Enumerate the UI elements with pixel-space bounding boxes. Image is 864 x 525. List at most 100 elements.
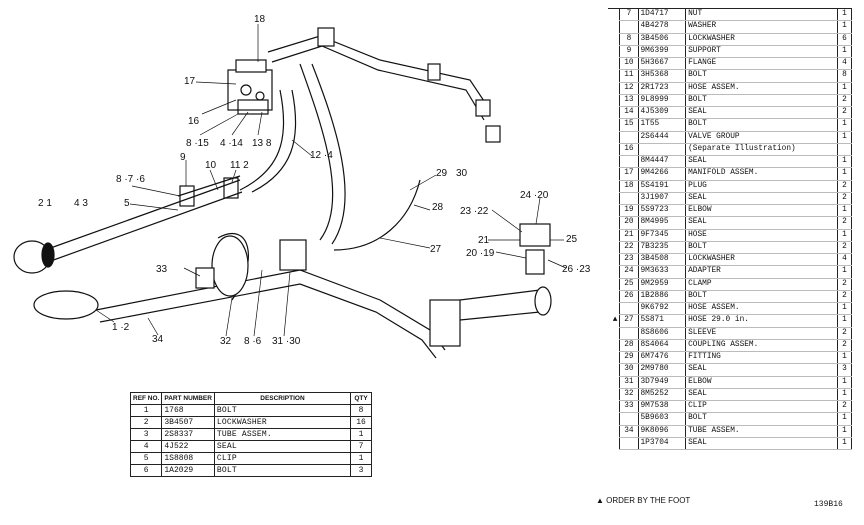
ref-cell: 5: [129, 452, 163, 465]
ref-cell: 6: [129, 464, 163, 477]
part-number-cell: 9M6399: [637, 45, 687, 59]
order-marker-cell: [608, 33, 620, 45]
qty-cell: 4: [836, 57, 853, 71]
ref-cell: 17: [619, 167, 639, 181]
order-marker-cell: [608, 119, 620, 131]
order-marker-cell: [608, 339, 620, 351]
qty-cell: 1: [836, 302, 853, 316]
ref-cell: 10: [619, 57, 639, 71]
ref-cell: 28: [619, 339, 639, 353]
callout-23-22: 23 ·22: [460, 206, 489, 217]
description-cell: SEAL: [685, 437, 838, 451]
qty-cell: 8: [836, 69, 853, 83]
callout-29: 29: [436, 168, 448, 179]
order-marker-cell: [608, 254, 620, 266]
ref-cell: 34: [619, 425, 639, 438]
part-number-cell: 9M2959: [637, 278, 687, 291]
callout-9: 9: [180, 152, 186, 163]
order-marker-cell: [608, 278, 620, 290]
part-number-cell: 4J522: [161, 440, 215, 453]
order-footnote: ▲ ORDER BY THE FOOT: [596, 496, 691, 505]
ref-cell: [619, 412, 639, 426]
order-marker-cell: [608, 376, 620, 388]
callout-18: 18: [254, 14, 266, 25]
qty-cell: 1: [836, 7, 853, 22]
header-description: DESCRIPTION: [213, 392, 352, 405]
part-number-cell: 9K6792: [637, 302, 687, 316]
description-cell: COUPLING ASSEM.: [685, 339, 838, 353]
description-cell: NUT: [685, 7, 838, 22]
description-cell: BOLT: [213, 464, 352, 477]
order-marker-cell: [608, 180, 620, 192]
description-cell: HOSE ASSEM.: [685, 82, 838, 95]
callout-27: 27: [430, 244, 442, 255]
qty-cell: 7: [350, 440, 372, 453]
qty-cell: 16: [350, 416, 372, 429]
ref-cell: 32: [619, 388, 639, 402]
order-marker-cell: ▲: [612, 316, 618, 325]
description-cell: HOSE 29.0 in.: [685, 314, 838, 328]
description-cell: BOLT: [685, 69, 838, 83]
ref-cell: [619, 437, 639, 451]
ref-cell: 18: [619, 180, 639, 193]
qty-cell: 1: [836, 20, 853, 34]
ref-cell: 9: [619, 45, 639, 59]
order-marker-cell: [608, 364, 620, 376]
callout-20-19: 20 ·19: [466, 248, 495, 259]
part-number-cell: 5S9723: [637, 204, 687, 218]
order-marker-cell: [608, 217, 620, 229]
order-marker-cell: [608, 107, 620, 119]
order-marker-cell: [608, 303, 620, 315]
qty-cell: 1: [836, 204, 853, 218]
ref-cell: 20: [619, 216, 639, 230]
description-cell: SEAL: [685, 363, 838, 377]
order-marker-cell: [608, 266, 620, 278]
callout-21: 21: [478, 235, 490, 246]
order-marker-cell: [608, 143, 620, 155]
order-marker-cell: [608, 192, 620, 204]
order-marker-cell: [608, 241, 620, 253]
order-marker-cell: [608, 82, 620, 94]
callout-5: 5: [124, 198, 130, 209]
order-marker-cell: [608, 413, 620, 425]
callout-2-1: 2 1: [38, 198, 52, 209]
part-number-cell: 2S8337: [161, 428, 215, 441]
description-cell: BOLT: [213, 404, 352, 417]
callout-31-30: 31 ·30: [272, 336, 301, 347]
part-number-cell: 9F7345: [637, 229, 687, 242]
ref-cell: 11: [619, 69, 639, 83]
qty-cell: 2: [836, 400, 853, 414]
callout-8-15: 8 ·15: [186, 138, 209, 149]
description-cell: HOSE: [685, 229, 838, 242]
description-cell: VALVE GROUP: [685, 131, 838, 144]
description-cell: BOLT: [685, 94, 838, 108]
qty-cell: [836, 143, 853, 157]
ref-cell: [619, 20, 639, 34]
ref-cell: [619, 155, 639, 169]
description-cell: SLEEVE: [685, 327, 838, 340]
part-number-cell: 1P3704: [637, 437, 687, 451]
order-marker-cell: [608, 168, 620, 180]
order-marker-cell: [608, 401, 620, 413]
ref-cell: 33: [619, 400, 639, 414]
part-number-cell: 1D4717: [637, 7, 687, 22]
callout-4-3: 4 3: [74, 198, 88, 209]
description-cell: BOLT: [685, 412, 838, 426]
order-marker-cell: [608, 327, 620, 339]
callout-34: 34: [152, 334, 164, 345]
description-cell: TUBE ASSEM.: [685, 425, 838, 438]
qty-cell: 1: [836, 376, 853, 389]
upper-pipe: [267, 27, 501, 143]
callout-11-2: 11 2: [230, 160, 249, 171]
